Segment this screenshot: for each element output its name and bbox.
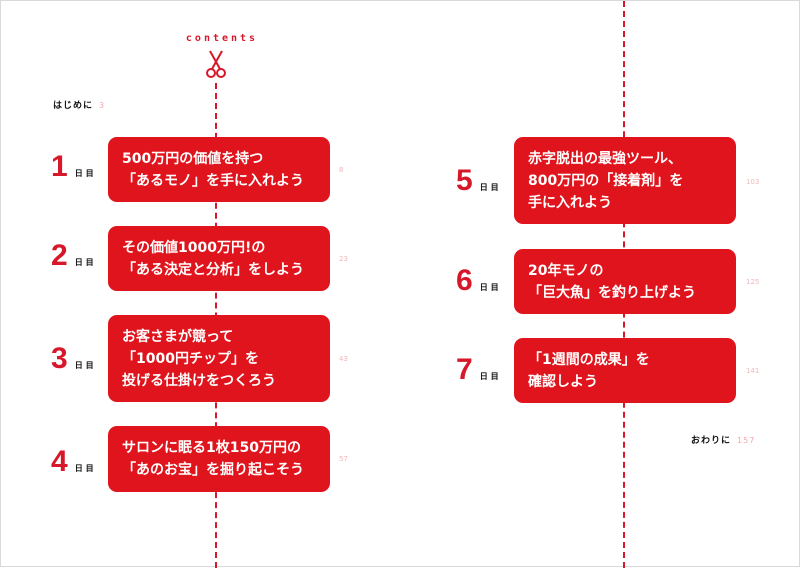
day-3-page-number: 43 <box>339 355 348 363</box>
day-2-card[interactable]: その価値1000万円!の 「ある決定と分析」をしよう <box>108 226 330 291</box>
day-5-page-number: 103 <box>746 178 760 186</box>
day-1-page-number: 8 <box>339 166 344 174</box>
day-7-page-number: 141 <box>746 367 760 375</box>
day-2-page-number: 23 <box>339 255 348 263</box>
day-4-card[interactable]: サロンに眠る1枚150万円の 「あのお宝」を掘り起こそう <box>108 426 330 492</box>
intro-entry[interactable]: はじめに 3 <box>53 98 105 111</box>
day-3-marker: 3 日目 <box>51 344 97 374</box>
card-line: 800万円の「接着剤」を <box>528 172 684 189</box>
card-line: 確認しよう <box>528 373 598 390</box>
day-number: 4 <box>51 445 68 478</box>
intro-page-number: 3 <box>99 101 106 110</box>
card-line: 「あるモノ」を手に入れよう <box>122 172 304 189</box>
day-1-card[interactable]: 500万円の価値を持つ 「あるモノ」を手に入れよう <box>108 137 330 202</box>
card-line: 投げる仕掛けをつくろう <box>122 372 276 389</box>
day-1-marker: 1 日目 <box>51 152 97 182</box>
card-line: 「1000円チップ」を <box>122 350 259 367</box>
day-number: 3 <box>51 342 68 375</box>
day-3-card[interactable]: お客さまが競って 「1000円チップ」を 投げる仕掛けをつくろう <box>108 315 330 402</box>
card-line: 「ある決定と分析」をしよう <box>122 261 304 278</box>
day-6-page-number: 125 <box>746 278 760 286</box>
card-line: 赤字脱出の最強ツール、 <box>528 150 682 167</box>
day-7-marker: 7 日目 <box>456 355 502 385</box>
day-2-marker: 2 日目 <box>51 241 97 271</box>
day-4-marker: 4 日目 <box>51 447 97 477</box>
day-6-card[interactable]: 20年モノの 「巨大魚」を釣り上げよう <box>514 249 736 314</box>
intro-label: はじめに <box>53 101 94 111</box>
contents-title: contents <box>185 33 259 44</box>
outro-entry[interactable]: おわりに 157 <box>691 433 755 446</box>
day-number: 1 <box>51 150 68 183</box>
day-number: 6 <box>456 264 473 297</box>
card-line: 「1週間の成果」を <box>528 351 650 368</box>
day-unit: 日目 <box>479 183 502 192</box>
day-unit: 日目 <box>74 361 97 370</box>
day-5-marker: 5 日目 <box>456 166 502 196</box>
day-unit: 日目 <box>479 372 502 381</box>
day-6-marker: 6 日目 <box>456 266 502 296</box>
card-line: サロンに眠る1枚150万円の <box>122 440 301 456</box>
day-5-card[interactable]: 赤字脱出の最強ツール、 800万円の「接着剤」を 手に入れよう <box>514 137 736 224</box>
card-line: その価値1000万円!の <box>122 239 266 256</box>
scissors-icon <box>206 50 226 78</box>
day-unit: 日目 <box>74 258 97 267</box>
day-unit: 日目 <box>74 464 97 473</box>
card-line: 「巨大魚」を釣り上げよう <box>528 284 696 301</box>
day-7-card[interactable]: 「1週間の成果」を 確認しよう <box>514 338 736 403</box>
day-unit: 日目 <box>74 169 97 178</box>
card-line: 20年モノの <box>528 262 604 279</box>
card-line: 「あのお宝」を掘り起こそう <box>122 462 304 478</box>
day-number: 2 <box>51 239 68 272</box>
card-line: 手に入れよう <box>528 194 612 211</box>
day-unit: 日目 <box>479 283 502 292</box>
day-number: 5 <box>456 164 473 197</box>
outro-label: おわりに <box>691 436 732 446</box>
card-line: 500万円の価値を持つ <box>122 150 264 167</box>
day-number: 7 <box>456 353 473 386</box>
card-line: お客さまが競って <box>122 328 234 345</box>
outro-page-number: 157 <box>737 436 756 445</box>
day-4-page-number: 57 <box>339 455 348 463</box>
